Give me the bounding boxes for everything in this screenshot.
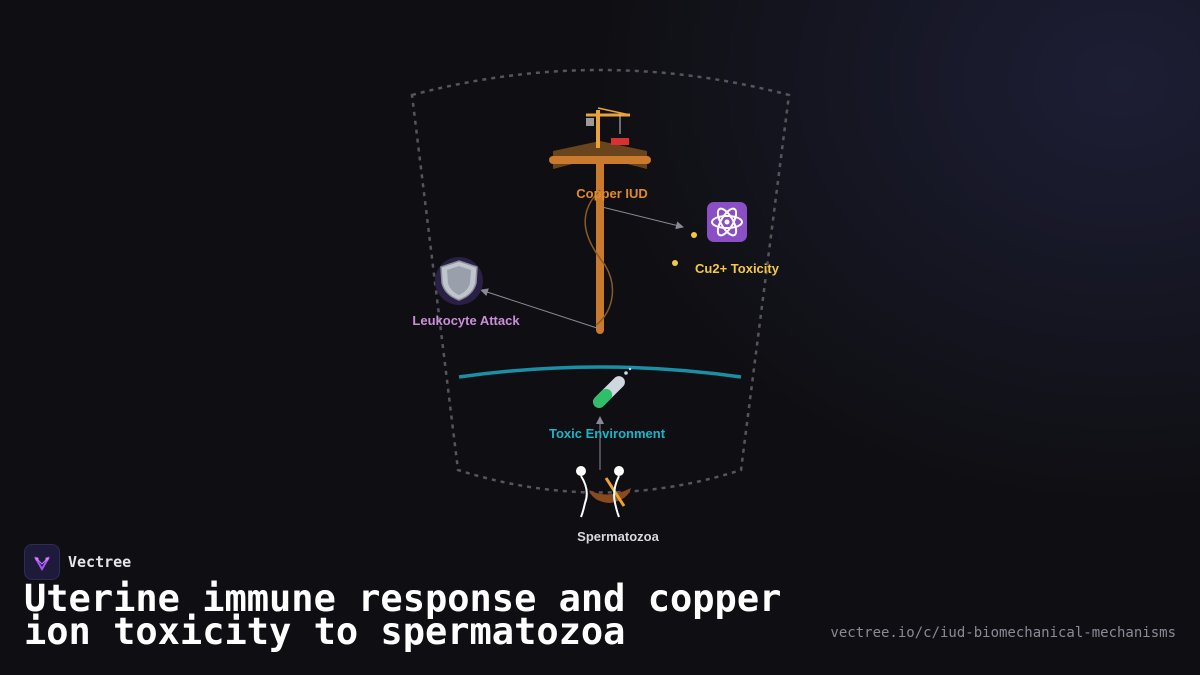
- copper-ion-dot: [672, 260, 678, 266]
- test-tube-icon: [593, 367, 632, 408]
- atom-icon: [707, 202, 747, 242]
- vectree-logo-icon: [24, 544, 60, 580]
- copper-iud-device: [549, 141, 651, 334]
- sperm-icon: [576, 466, 624, 518]
- uterus-outline: [410, 68, 791, 494]
- barrier-line: [458, 365, 742, 379]
- shield-icon: [435, 257, 483, 305]
- leukocyte-attack-label: Leukocyte Attack: [412, 313, 520, 328]
- cu2-toxicity-label: Cu2+ Toxicity: [695, 261, 780, 276]
- toxic-environment-label: Toxic Environment: [549, 426, 666, 441]
- edge-iud-to-toxicity: [601, 206, 684, 230]
- copper-ion-dot: [691, 232, 697, 238]
- edge-iud-to-leukocyte: [480, 288, 598, 329]
- copper-iud-label: Copper IUD: [576, 186, 648, 201]
- spermatozoa-label: Spermatozoa: [577, 529, 659, 544]
- source-url: vectree.io/c/iud-biomechanical-mechanism…: [830, 625, 1176, 641]
- brand: Vectree: [24, 544, 131, 580]
- page-title: Uterine immune response and copper ion t…: [24, 577, 782, 653]
- construction-crane-icon: [586, 107, 631, 148]
- brand-name: Vectree: [68, 553, 132, 571]
